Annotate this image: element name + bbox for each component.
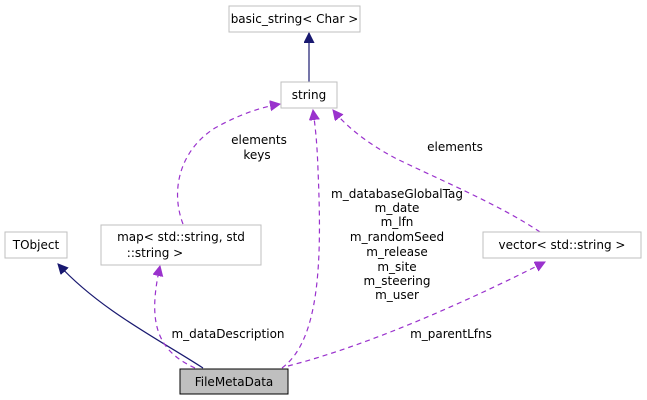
node-basic-string[interactable]: basic_string< Char > [228,5,361,33]
member-label: m_site [377,260,416,274]
member-label: m_date [375,201,420,215]
edge-label-vector-filemetadata: m_parentLfns [410,327,492,341]
node-string[interactable]: string [280,81,338,109]
edge-filemetadata-to-string [281,110,319,369]
node-map[interactable]: map< std::string, std ::string > [100,224,262,266]
edge-label-filemetadata-string-members: m_databaseGlobalTag m_date m_lfn m_rando… [331,187,463,302]
node-tobject-label: TObject [12,238,60,252]
node-basic-string-label: basic_string< Char > [231,12,359,26]
edge-filemetadata-to-map [155,266,196,369]
node-filemetadata[interactable]: FileMetaData [179,368,289,395]
node-map-label-line1: map< std::string, std [117,230,245,244]
node-map-label-line2: ::string > [127,246,183,260]
edge-label-vector-string-elements: elements [427,140,483,154]
edge-label-map-string-elements: elements [231,133,287,147]
node-string-label: string [292,88,326,102]
member-label: m_databaseGlobalTag [331,187,463,201]
edge-vector-to-string [333,110,541,233]
member-label: m_user [375,288,419,302]
edge-label-map-filemetadata: m_dataDescription [171,327,284,341]
node-tobject[interactable]: TObject [4,231,68,259]
node-filemetadata-label: FileMetaData [195,375,274,389]
edge-filemetadata-to-vector [287,261,545,367]
node-vector[interactable]: vector< std::string > [482,231,642,259]
edge-filemetadata-to-tobject [58,264,204,369]
member-label: m_steering [364,274,431,288]
member-label: m_release [366,245,427,259]
node-vector-label: vector< std::string > [499,238,626,252]
member-label: m_randomSeed [350,230,444,244]
member-label: m_lfn [381,215,414,229]
edge-label-map-string-keys: keys [243,148,270,162]
edge-map-to-string [176,104,280,225]
